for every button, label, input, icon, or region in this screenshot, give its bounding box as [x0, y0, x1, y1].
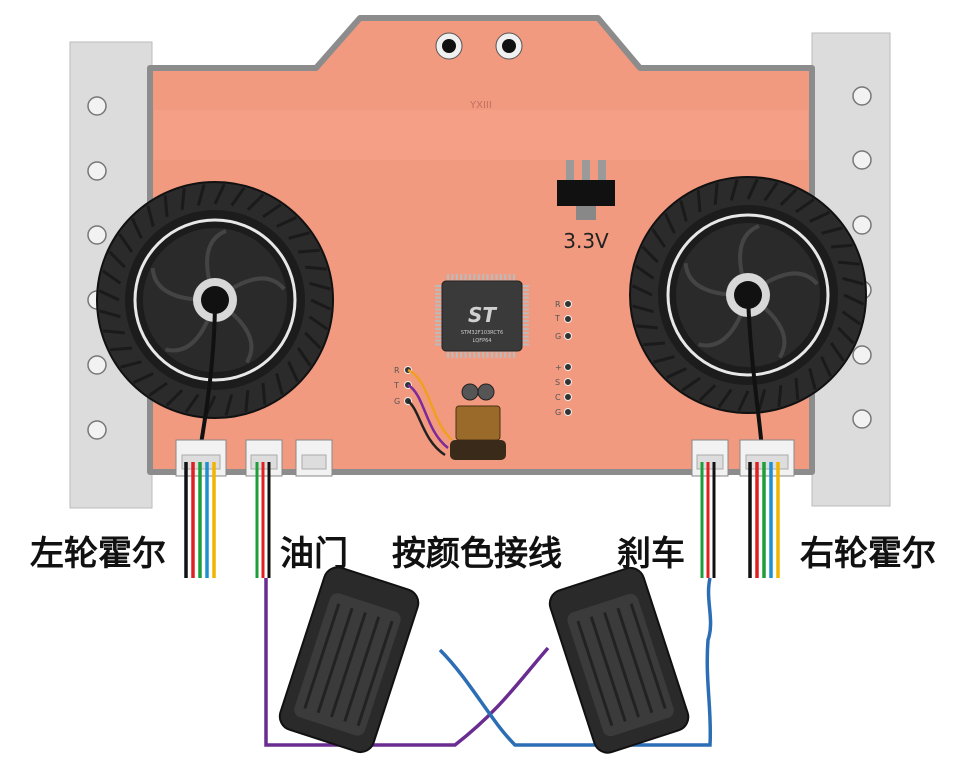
svg-text:G: G — [555, 332, 561, 341]
svg-text:G: G — [394, 397, 400, 406]
throttle-cable — [264, 578, 550, 747]
aux-header: + S C G — [555, 363, 572, 417]
right-hall-wires — [748, 462, 780, 578]
voltage-label: 3.3V — [563, 229, 609, 253]
svg-text:T: T — [554, 314, 560, 323]
mcu-chip: ST STM32F103RCT6 LQFP64 — [435, 274, 529, 358]
uart-header-right: R T G — [554, 300, 572, 341]
chip-logo: ST — [468, 303, 497, 327]
unused-connector — [295, 439, 333, 477]
brake-connector — [691, 439, 729, 477]
chip-part: STM32F103RCT6 — [461, 330, 503, 336]
brake-label: 刹车 — [617, 534, 685, 574]
chip-package: LQFP64 — [473, 338, 492, 344]
left-hall-wires — [184, 462, 216, 578]
top-mount-holes — [435, 32, 523, 60]
svg-text:+: + — [555, 363, 562, 372]
robot-figure — [450, 383, 506, 460]
throttle-pedal — [278, 566, 420, 754]
right-hall-connector — [739, 439, 795, 477]
svg-text:R: R — [555, 300, 561, 309]
brake-pedal — [548, 566, 690, 754]
svg-text:G: G — [555, 408, 561, 417]
left-hall-label: 左轮霍尔 — [30, 534, 166, 574]
board-mark: YXIII — [469, 100, 492, 111]
throttle-label: 油门 — [280, 534, 348, 574]
svg-text:S: S — [555, 378, 560, 387]
right-hall-label: 右轮霍尔 — [800, 534, 936, 574]
brake-wires — [700, 462, 716, 578]
throttle-wires — [255, 462, 271, 578]
voltage-jumper — [557, 160, 615, 220]
svg-text:R: R — [394, 366, 400, 375]
brake-cable — [438, 577, 713, 747]
connect-by-color-label: 按颜色接线 — [392, 534, 562, 574]
svg-text:C: C — [555, 393, 561, 402]
svg-text:T: T — [393, 381, 399, 390]
